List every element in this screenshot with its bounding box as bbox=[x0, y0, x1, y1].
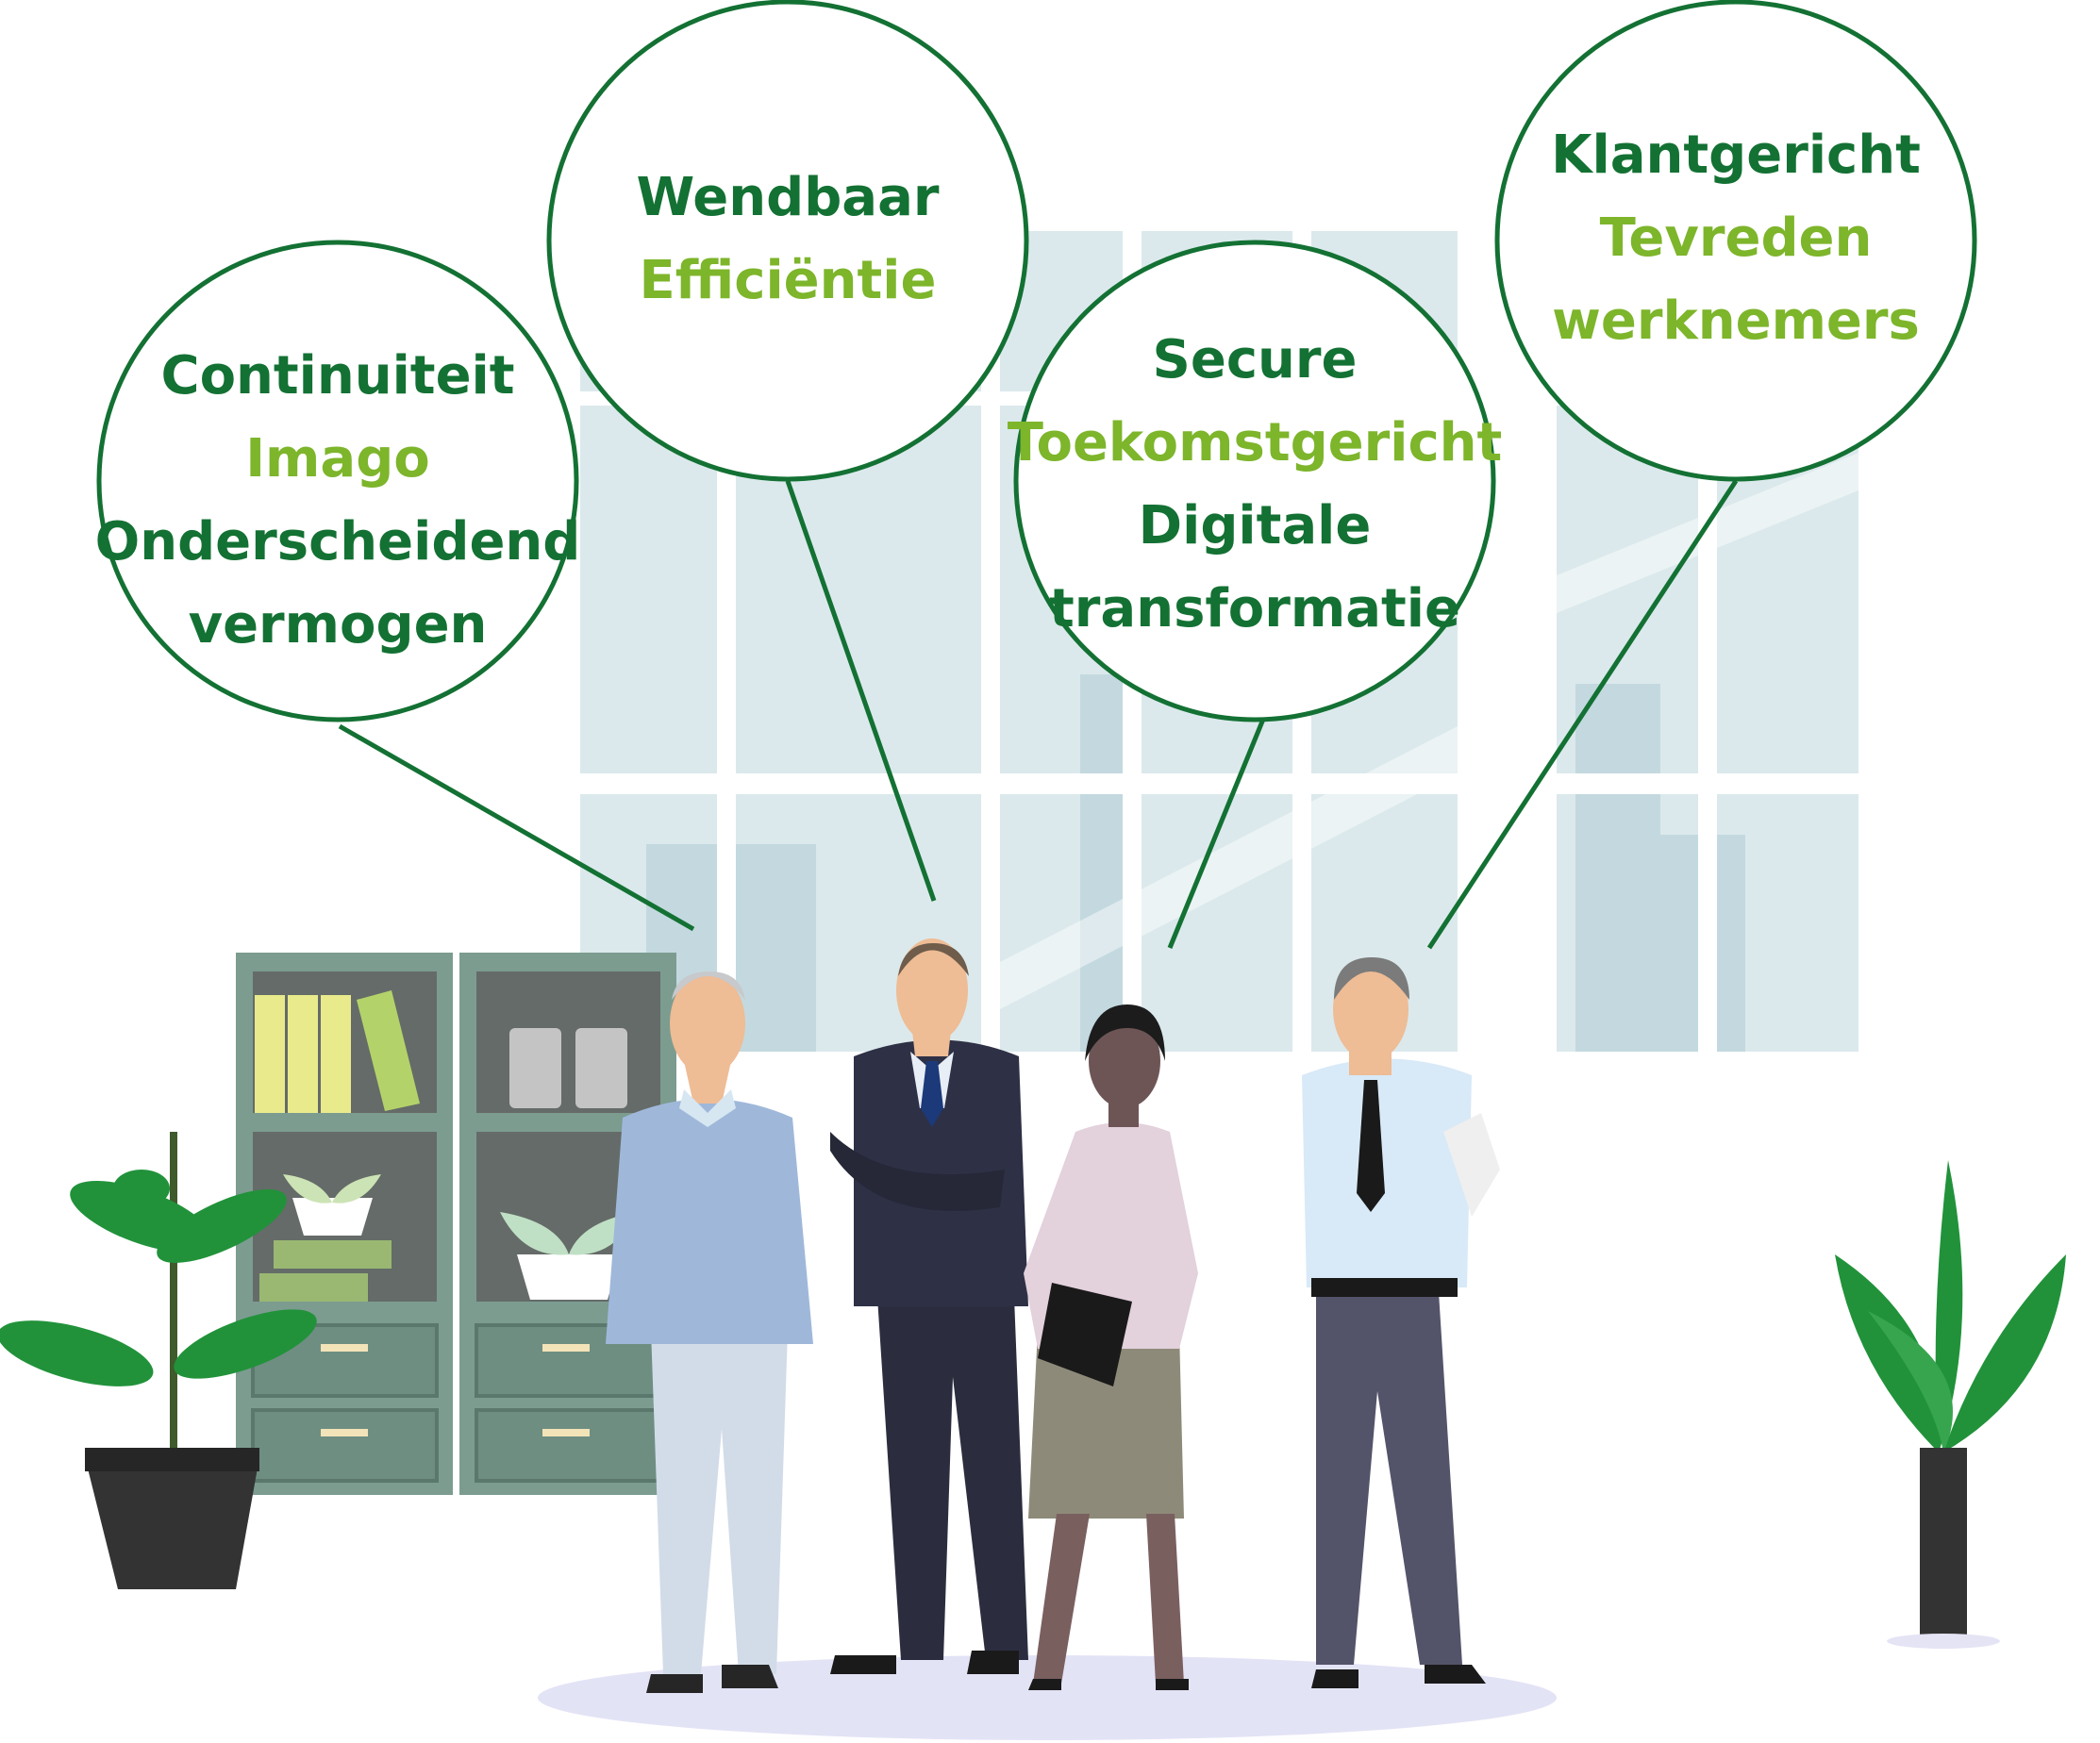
bubble-left-line3: Onderscheidend bbox=[95, 511, 581, 573]
potted-plant-left bbox=[0, 1132, 317, 1589]
connector-lines bbox=[338, 479, 1739, 950]
bubble-left-line4: vermogen bbox=[189, 594, 488, 656]
bubble-right: Klantgericht Tevreden werknemers bbox=[1494, 0, 1977, 482]
bubble-center-left-line2: Efficiëntie bbox=[640, 250, 937, 311]
person-man-in-suit bbox=[830, 938, 1028, 1674]
bubble-center-right-line4: transformatie bbox=[1049, 578, 1460, 639]
bubble-right-line3: werknemers bbox=[1552, 290, 1920, 352]
potted-plant-right bbox=[1835, 1160, 2066, 1649]
bubble-right-line2: Tevreden bbox=[1600, 208, 1873, 269]
person-man-in-shirt bbox=[1302, 957, 1500, 1688]
bookcase bbox=[236, 953, 676, 1495]
bubble-center-right: Secure Toekomstgericht Digitale transfor… bbox=[1008, 240, 1503, 722]
bubble-left: Continuiteit Imago Onderscheidend vermog… bbox=[95, 240, 581, 722]
bubble-left-line2: Imago bbox=[245, 428, 430, 490]
person-woman bbox=[1024, 1004, 1198, 1690]
bubble-center-right-line3: Digitale bbox=[1139, 495, 1372, 556]
bubble-center-right-line2: Toekomstgericht bbox=[1008, 412, 1503, 473]
bubble-center-left: Wendbaar Efficiëntie bbox=[546, 0, 1029, 482]
bubble-right-line1: Klantgericht bbox=[1551, 124, 1921, 186]
bubble-left-line1: Continuiteit bbox=[160, 345, 514, 407]
person-older-man bbox=[606, 971, 813, 1693]
bubble-center-right-line1: Secure bbox=[1153, 329, 1358, 390]
bubble-center-left-line1: Wendbaar bbox=[637, 167, 940, 228]
floor-shadow bbox=[538, 1655, 1557, 1740]
